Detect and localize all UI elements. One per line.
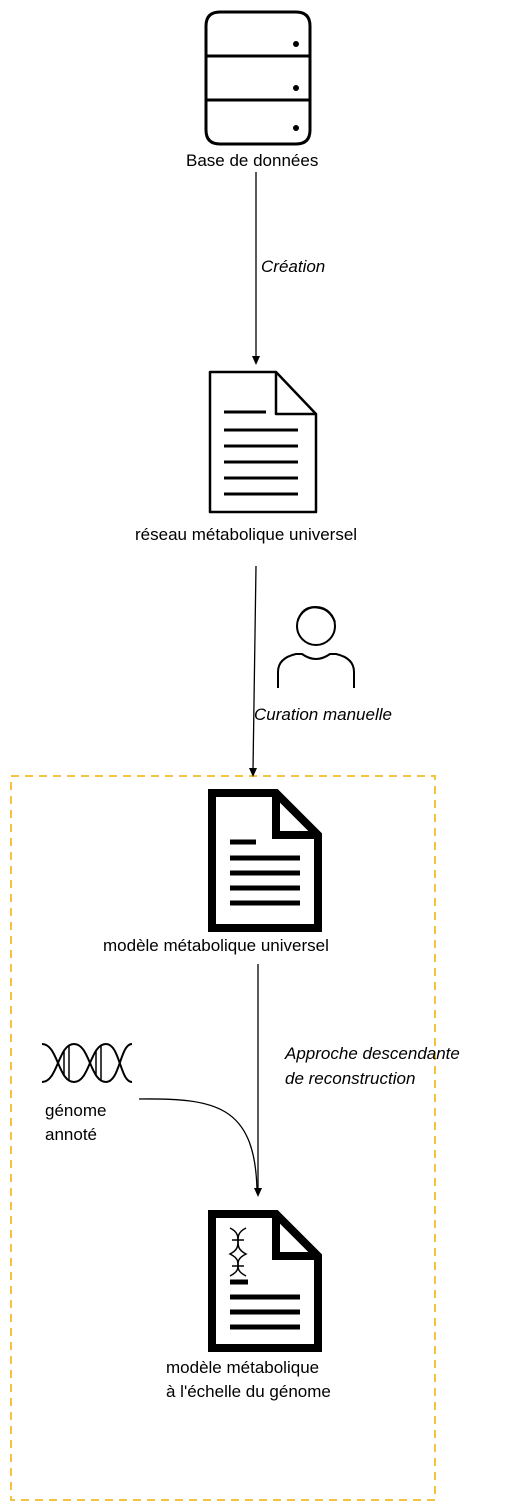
arrow-top-down bbox=[254, 964, 262, 1197]
database-icon bbox=[204, 10, 312, 146]
document-dna-icon bbox=[208, 1210, 322, 1352]
annotated-genome-label-2: annoté bbox=[45, 1125, 97, 1144]
manual-curation-label: Curation manuelle bbox=[254, 705, 392, 724]
top-down-label-1: Approche descendante bbox=[285, 1044, 460, 1063]
arrow-genome bbox=[138, 1098, 258, 1191]
arrow-curation bbox=[249, 565, 257, 777]
universal-network-label: réseau métabolique universel bbox=[135, 525, 358, 544]
genome-scale-model-label-1: modèle métabolique bbox=[166, 1358, 320, 1377]
annotated-genome-label-1: génome bbox=[45, 1101, 107, 1120]
genome-scale-model-label-2: à l'échelle du génome bbox=[166, 1382, 331, 1401]
document-icon-bold bbox=[208, 789, 322, 932]
arrow-creation bbox=[252, 172, 260, 365]
user-icon bbox=[277, 606, 355, 688]
database-label: Base de données bbox=[186, 151, 319, 170]
creation-label: Création bbox=[261, 257, 326, 276]
universal-model-label: modèle métabolique universel bbox=[103, 936, 329, 955]
dna-icon bbox=[41, 1043, 133, 1083]
top-down-label-2: de reconstruction bbox=[285, 1069, 416, 1088]
document-icon bbox=[208, 370, 318, 514]
highlight-box bbox=[10, 775, 436, 1501]
